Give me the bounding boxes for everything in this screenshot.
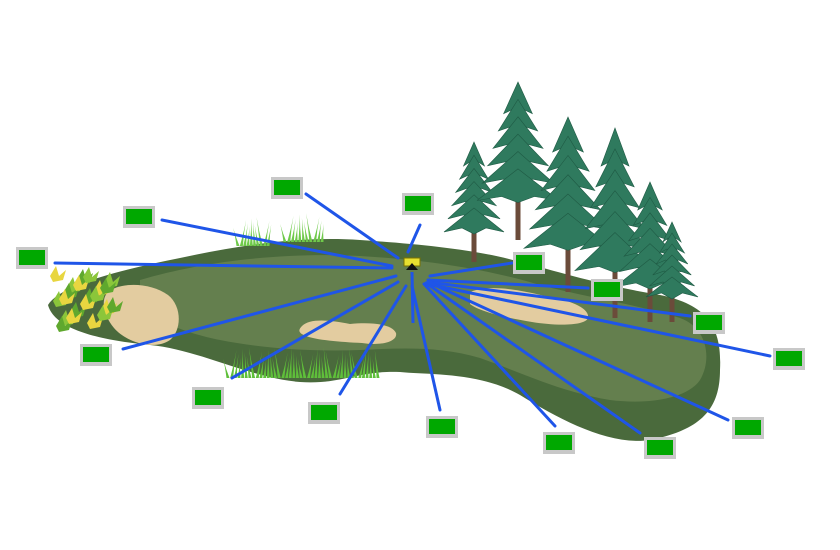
pine-tree bbox=[574, 127, 656, 318]
sensor-node-north[interactable] bbox=[402, 193, 434, 215]
sensor-node-southeast-2[interactable] bbox=[644, 437, 676, 459]
link-line-8 bbox=[426, 282, 772, 358]
link-line-1 bbox=[53, 261, 394, 270]
shrub-cluster-west bbox=[50, 266, 123, 332]
link-line-4 bbox=[406, 223, 422, 254]
sensor-node-northwest[interactable] bbox=[123, 206, 155, 228]
gateway-icon bbox=[403, 257, 421, 270]
link-line-15 bbox=[426, 280, 730, 422]
sensor-node-east-2[interactable] bbox=[693, 312, 725, 334]
sensor-node-east-1[interactable] bbox=[591, 279, 623, 301]
sensor-node-north-left[interactable] bbox=[271, 177, 303, 199]
pine-tree bbox=[476, 81, 560, 240]
link-line-12 bbox=[410, 284, 442, 412]
sensor-node-northeast-1[interactable] bbox=[513, 252, 545, 274]
pine-tree bbox=[443, 141, 505, 262]
link-line-14 bbox=[424, 281, 642, 435]
link-line-10 bbox=[230, 280, 400, 380]
sensor-node-east-3[interactable] bbox=[773, 348, 805, 370]
pine-tree bbox=[645, 221, 699, 322]
link-line-11 bbox=[338, 284, 408, 396]
sensor-node-southwest-1[interactable] bbox=[80, 344, 112, 366]
link-line-3 bbox=[304, 192, 400, 260]
sensor-node-south-2[interactable] bbox=[426, 416, 458, 438]
link-line-2 bbox=[160, 218, 394, 268]
link-line-5 bbox=[428, 261, 514, 278]
sand-bunker-west bbox=[103, 284, 179, 345]
radio-links bbox=[53, 192, 772, 435]
link-line-6 bbox=[426, 278, 590, 290]
pine-tree-grove bbox=[443, 81, 699, 322]
sensor-nodes bbox=[16, 177, 805, 459]
link-line-13 bbox=[422, 282, 557, 428]
fairway bbox=[140, 255, 707, 402]
grass-tuft-north-2 bbox=[280, 213, 324, 242]
sensor-node-south-1[interactable] bbox=[308, 402, 340, 424]
sensor-node-southeast-1[interactable] bbox=[543, 432, 575, 454]
link-line-center bbox=[410, 271, 415, 324]
link-line-7 bbox=[426, 280, 692, 318]
sensor-node-southwest-2[interactable] bbox=[192, 387, 224, 409]
sensor-node-southeast-3[interactable] bbox=[732, 417, 764, 439]
link-line-9 bbox=[121, 274, 398, 351]
sensor-node-west[interactable] bbox=[16, 247, 48, 269]
